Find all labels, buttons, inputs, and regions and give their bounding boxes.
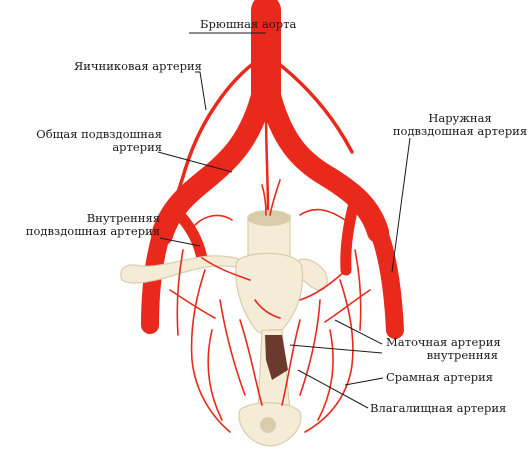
branch-17 <box>254 299 281 319</box>
leader-uterine-inner <box>289 344 383 354</box>
branch-10 <box>324 289 371 323</box>
branch-7 <box>239 319 263 406</box>
uterine-cavity <box>265 335 288 380</box>
label-external-iliac: Наружная подвздошная артерия <box>392 111 528 138</box>
leader-lines <box>157 32 411 409</box>
label-uterine-artery: Маточная артерия внутренняя <box>386 335 501 362</box>
branch-5 <box>219 299 246 396</box>
internal-iliac-right-vessel <box>340 194 361 276</box>
rectum-top <box>247 210 291 226</box>
branch-6 <box>299 299 321 396</box>
branch-1 <box>201 257 251 281</box>
leader-internal-iliac <box>159 237 201 247</box>
sacral-artery-vessel <box>264 108 270 217</box>
branch-16 <box>317 329 334 421</box>
branch-18 <box>269 179 281 216</box>
ovarian-arteries <box>148 58 354 270</box>
small-arteries <box>169 179 371 433</box>
branch-19 <box>261 184 267 216</box>
ovarian-artery-right-vessel <box>272 58 354 154</box>
leader-external-iliac <box>391 137 411 273</box>
branch-9 <box>169 289 216 319</box>
ovarian-artery-left-vessel <box>148 58 260 270</box>
internal-iliac-left-vessel <box>169 204 208 264</box>
label-abdominal-aorta: Брюшная аорта <box>200 17 297 31</box>
uterus-shape <box>235 252 304 336</box>
label-pudendal-artery: Срамная артерия <box>386 370 494 384</box>
branch-11 <box>299 208 346 221</box>
label-common-iliac: Общая подвздошная артерия <box>36 127 162 154</box>
branch-13 <box>354 249 362 331</box>
leader-common-iliac <box>157 151 233 173</box>
common-iliac-right-vessel <box>259 85 389 243</box>
leader-pudendal <box>344 377 384 386</box>
label-vaginal-artery: Влагалищная артерия <box>370 401 507 415</box>
label-ovarian-artery: Яичниковая артерия <box>74 59 202 73</box>
label-internal-iliac: Внутренняя подвздошная артерия <box>25 211 160 238</box>
branch-2 <box>299 269 347 301</box>
external-iliac-right-vessel <box>369 221 404 339</box>
branch-14 <box>176 249 184 336</box>
branch-8 <box>281 319 301 406</box>
organs <box>120 210 328 447</box>
branch-3 <box>190 269 231 433</box>
leader-ovarian <box>195 71 207 111</box>
leader-vaginal <box>297 369 369 409</box>
branch-15 <box>207 329 223 421</box>
branch-12 <box>194 214 233 226</box>
leader-uterine <box>334 319 383 345</box>
fallopian-tube-left <box>120 255 248 284</box>
vulva-center <box>260 417 276 433</box>
branch-4 <box>304 279 354 433</box>
